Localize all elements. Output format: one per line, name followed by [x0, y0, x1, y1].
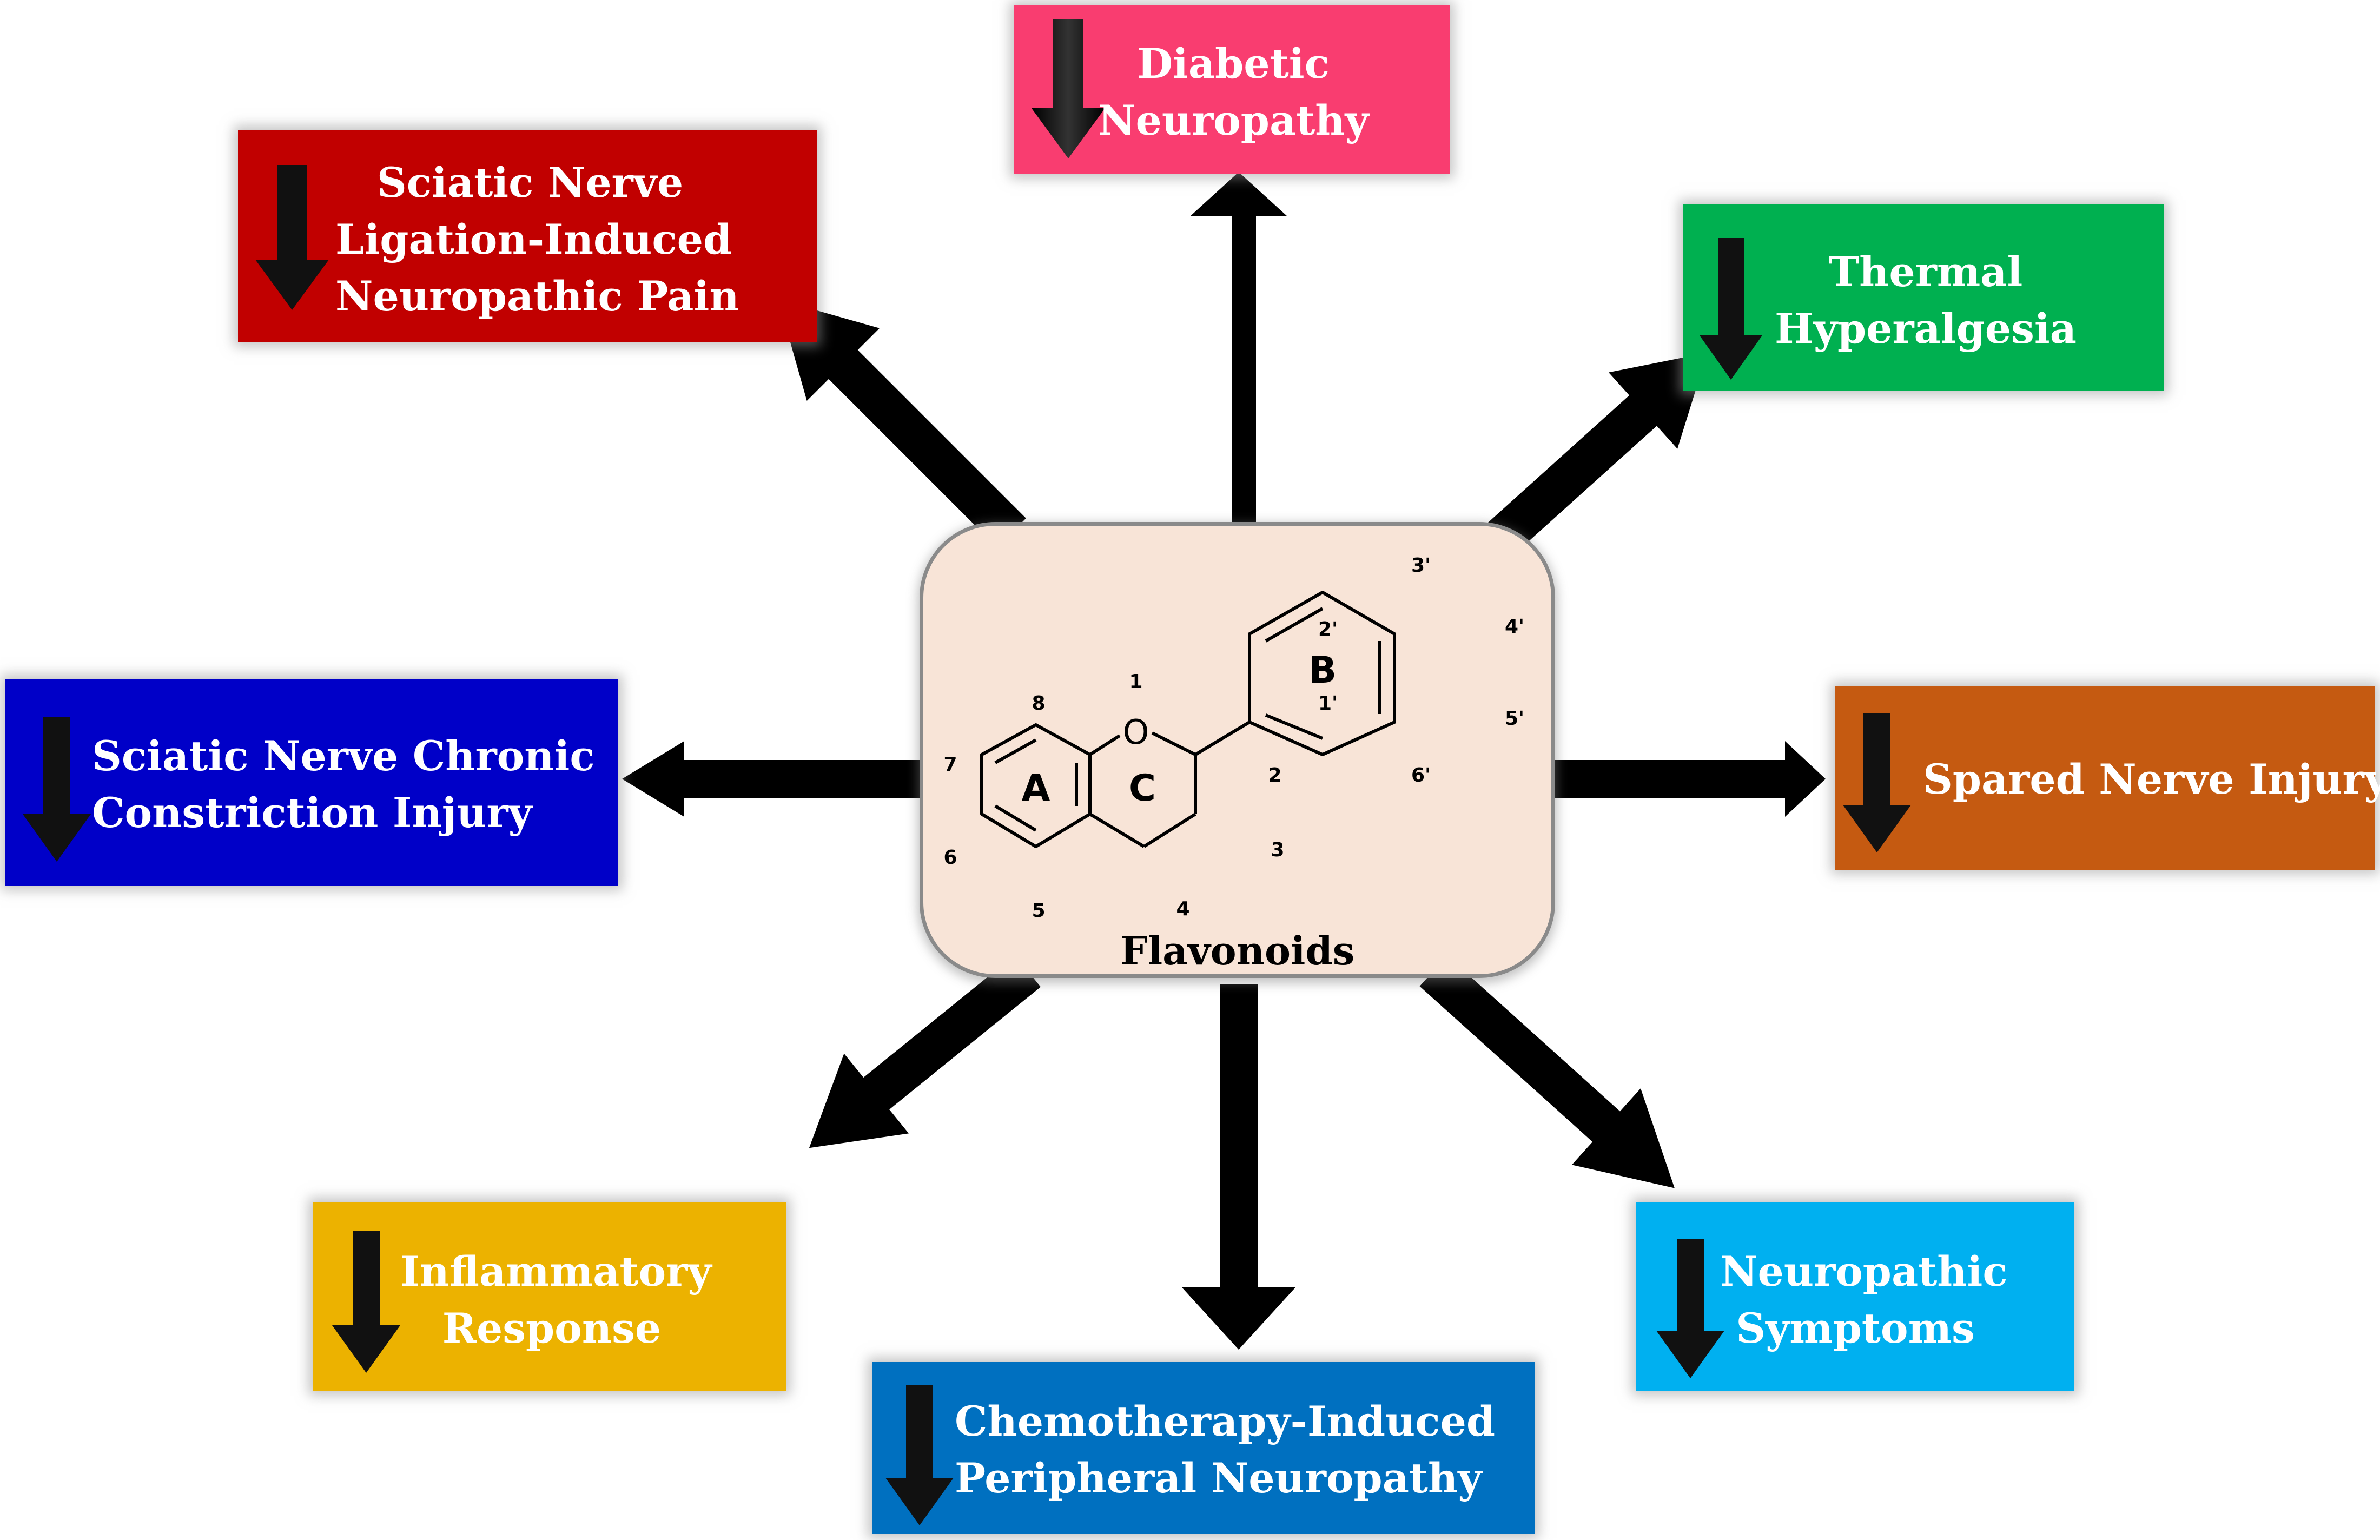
position-5: 5 — [1032, 900, 1045, 922]
position-3: 3 — [1271, 839, 1284, 861]
label-line: Ligation-Induced — [335, 215, 732, 263]
thermal-hyperalgesia-box — [1683, 204, 2164, 391]
neuropathic-symptoms-box — [1636, 1202, 2074, 1391]
spared-nerve-injury-box — [1835, 686, 2375, 870]
down-arrow-icon — [1843, 713, 1911, 852]
sciatic-ligation-box — [238, 130, 817, 342]
arrow-to-cci — [622, 741, 920, 817]
label-line: Response — [442, 1304, 662, 1352]
down-arrow-icon — [885, 1385, 954, 1525]
label-line: Thermal — [1828, 248, 2023, 296]
sciatic-cci-label: Sciatic Nerve Chronic Constriction Injur… — [92, 728, 595, 841]
label-line: Hyperalgesia — [1774, 305, 2077, 353]
inflammatory-response-box — [313, 1202, 786, 1391]
arrow-to-neuropathic-symptoms — [1419, 955, 1675, 1188]
down-arrow-icon — [1700, 238, 1762, 380]
label-line: Neuropathy — [1098, 96, 1369, 144]
down-arrow-icon — [23, 717, 91, 862]
position-1-prime: 1' — [1318, 692, 1338, 715]
label-line: Diabetic — [1137, 39, 1330, 88]
label-line: Constriction Injury — [92, 789, 532, 837]
label-line: Neuropathic Pain — [335, 272, 739, 320]
position-6: 6 — [943, 847, 957, 869]
arrow-to-thermal — [1484, 353, 1708, 557]
down-arrow-icon — [255, 165, 329, 310]
position-4: 4 — [1176, 898, 1189, 920]
down-arrow-icon — [1656, 1239, 1724, 1378]
arrow-to-diabetic-neuropathy — [1190, 172, 1287, 527]
label-line: Symptoms — [1736, 1304, 1975, 1352]
position-8: 8 — [1032, 692, 1045, 715]
arrow-to-inflammatory — [809, 955, 1041, 1148]
position-7: 7 — [943, 754, 957, 776]
label-line: Sciatic Nerve Chronic — [92, 732, 595, 780]
label-line: Peripheral Neuropathy — [955, 1454, 1482, 1502]
label-line: Chemotherapy-Induced — [955, 1397, 1496, 1445]
position-2-prime: 2' — [1318, 618, 1338, 640]
position-2: 2 — [1268, 764, 1281, 786]
ring-label-b: B — [1308, 649, 1337, 692]
label-line: Spared Nerve Injury — [1923, 755, 2380, 803]
arrow-to-sciatic-ligation — [778, 299, 1026, 547]
arrow-to-spared-nerve — [1555, 741, 1826, 817]
ring-label-a: A — [1022, 767, 1050, 810]
thermal-hyperalgesia-label: Thermal Hyperalgesia — [1774, 243, 2077, 357]
flavonoids-label: Flavonoids — [1120, 928, 1355, 974]
down-arrow-icon — [1032, 19, 1105, 158]
down-arrow-icon — [332, 1231, 400, 1373]
position-3-prime: 3' — [1411, 554, 1431, 577]
diabetic-neuropathy-box — [1014, 5, 1450, 174]
arrow-to-chemo-neuropathy — [1182, 984, 1295, 1350]
position-1: 1 — [1129, 671, 1142, 693]
spared-nerve-injury-label: Spared Nerve Injury — [1923, 751, 2380, 808]
chemo-neuropathy-box — [872, 1362, 1535, 1534]
sciatic-cci-box — [5, 679, 618, 886]
chemo-neuropathy-label: Chemotherapy-Induced Peripheral Neuropat… — [955, 1393, 1496, 1506]
neuropathic-symptoms-label: Neuropathic Symptoms — [1720, 1243, 2008, 1357]
label-line: Neuropathic — [1720, 1247, 2008, 1296]
inflammatory-response-label: Inflammatory Response — [400, 1243, 712, 1357]
ring-label-c: C — [1129, 767, 1156, 810]
sciatic-ligation-label: Sciatic Nerve Ligation-Induced Neuropath… — [335, 154, 739, 325]
position-4-prime: 4' — [1505, 616, 1524, 638]
position-5-prime: 5' — [1505, 708, 1524, 730]
label-line: Sciatic Nerve — [376, 158, 684, 207]
label-line: Inflammatory — [400, 1247, 712, 1296]
oxygen-atom: O — [1123, 712, 1149, 752]
diabetic-neuropathy-label: Diabetic Neuropathy — [1098, 35, 1369, 149]
position-6-prime: 6' — [1411, 764, 1431, 786]
flavonoids-box — [920, 522, 1555, 978]
